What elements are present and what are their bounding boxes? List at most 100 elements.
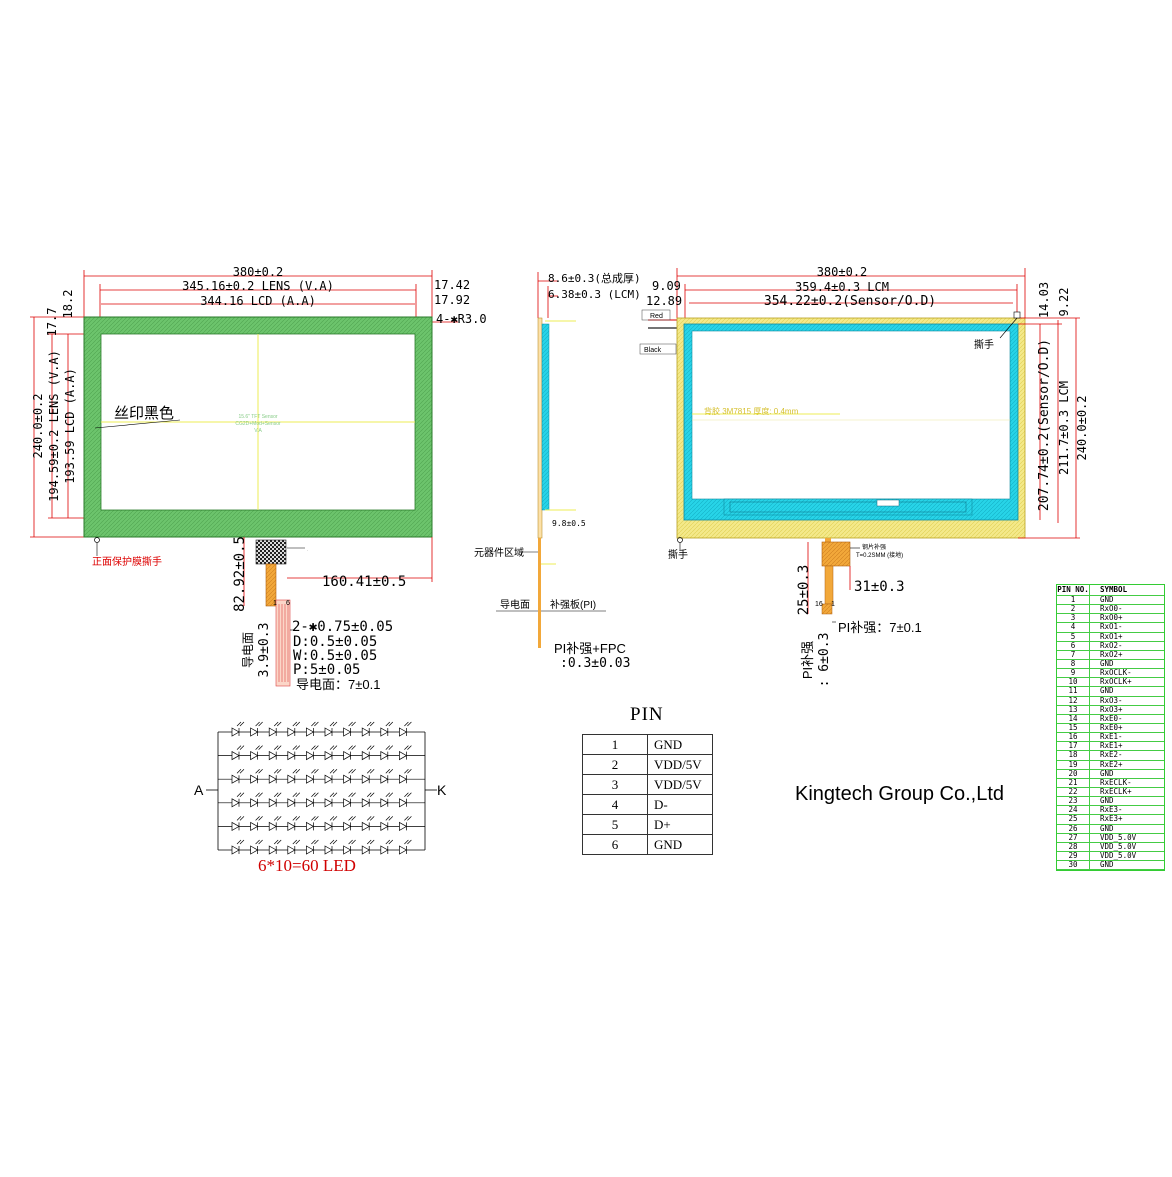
lvds-pin-symbol: GND [1089,796,1164,807]
front-center-text-2: CG2D+Mod+Sensor [235,421,281,427]
led-diode-icon [380,745,394,761]
back-left-margin-2: 12.89 [646,294,682,308]
back-pi-stiffener-side: PI补强 [800,641,815,679]
led-diode-icon [306,816,319,832]
front-hole-spec: 2-✱0.75±0.05 [292,619,393,635]
led-diode-icon [399,768,412,784]
front-fpc-fingers [278,604,289,682]
led-diode-icon [287,792,301,808]
led-diode-icon [250,839,263,855]
led-diode-icon [231,768,245,784]
side-fpc [538,538,541,648]
lvds-pin-symbol: RxO0+ [1089,613,1164,624]
led-diode-icon [231,745,245,761]
lvds-pin-symbol: RxO2- [1089,641,1164,651]
led-diode-icon [380,721,394,737]
lvds-header-symbol: SYMBOL [1089,585,1164,596]
back-stiffener-note-1: 钢片补强 [862,543,886,551]
lvds-pin-number: 23 [1057,796,1090,807]
pin-table-title: PIN [630,704,664,725]
lvds-pin-number: 25 [1057,814,1090,825]
led-diode-icon [306,721,319,737]
lvds-pin-number: 6 [1057,641,1090,651]
back-bottom-tab-label: 撕手 [668,548,688,561]
lvds-pin-symbol: RxE1- [1089,732,1164,743]
led-diode-icon [268,721,282,737]
back-view: 380±0.2 359.4±0.3 LCM 354.22±0.2(Sensor/… [639,265,1089,687]
side-offset: 9.8±0.5 [552,519,586,528]
led-diode-icon [268,792,282,808]
front-overall-height: 240.0±0.2 [31,393,45,458]
led-diode-icon [250,792,263,808]
pin-number: 4 [582,794,648,815]
pin-number: 3 [582,774,648,795]
back-top-margin-1: 14.03 [1037,282,1051,318]
lvds-pin-number: 22 [1057,787,1090,798]
lvds-pin-number: 29 [1057,851,1090,862]
lvds-pin-number: 5 [1057,632,1090,642]
front-top-margin-1: 17.7 [45,308,59,337]
led-diode-icon [399,839,412,855]
led-diode-icon [324,721,338,737]
lvds-pin-symbol: VDD_5.0V [1089,842,1164,852]
svg-text:.: . [307,547,308,552]
lvds-pin-symbol: RxO3+ [1089,705,1164,715]
back-lcm-height: 211.7±0.3 LCM [1057,381,1071,475]
led-diode-icon [380,792,394,808]
side-conductive-face: 导电面 [500,598,530,611]
lvds-pin-symbol: GND [1089,824,1164,834]
led-caption: 6*10=60 LED [258,856,356,875]
front-fpc-height: 82.92±0.5 [232,536,248,612]
led-diode-icon [287,839,301,855]
back-fpc-tail [824,565,834,605]
front-right-margin-1: 17.42 [434,278,470,292]
lvds-pin-symbol: RxE0- [1089,714,1164,724]
lvds-pin-number: 14 [1057,714,1090,724]
back-overall-width: 380±0.2 [817,265,868,279]
lvds-pin-number: 9 [1057,668,1090,679]
pin-number: 2 [582,754,648,775]
lvds-pin-symbol: GND [1089,686,1164,697]
lvds-pin-symbol: RxO1- [1089,622,1164,633]
front-view: 380±0.2 345.16±0.2 LENS (V.A) 344.16 LCD… [30,265,487,692]
lvds-pin-number: 11 [1057,686,1090,697]
lvds-pin-number: 27 [1057,833,1090,843]
led-diode-icon [231,839,245,855]
front-overall-width: 380±0.2 [233,265,284,279]
lvds-pin-symbol: RxE3+ [1089,814,1164,825]
led-diode-icon [250,768,263,784]
front-right-margin-2: 17.92 [434,293,470,307]
led-diode-icon [306,768,319,784]
front-pin-6: 6 [286,600,290,607]
led-diode-icon [343,816,356,832]
front-fpc-tail [265,563,277,607]
lvds-pin-number: 13 [1057,705,1090,715]
front-conductive-width: 导电面：7±0.1 [296,677,380,692]
led-diode-icon [287,768,301,784]
lvds-pin-number: 30 [1057,860,1090,871]
lvds-pin-number: 20 [1057,769,1090,779]
lvds-pin-number: 24 [1057,805,1090,816]
led-diode-icon [343,792,356,808]
lvds-pin-number: 1 [1057,595,1090,606]
led-diode-icon [287,816,301,832]
led-diode-icon [324,816,338,832]
lvds-header-row: PIN NO. SYMBOL [1057,585,1164,596]
led-diode-icon [231,721,245,737]
side-pi-fpc-thickness: :0.3±0.03 [560,656,630,671]
